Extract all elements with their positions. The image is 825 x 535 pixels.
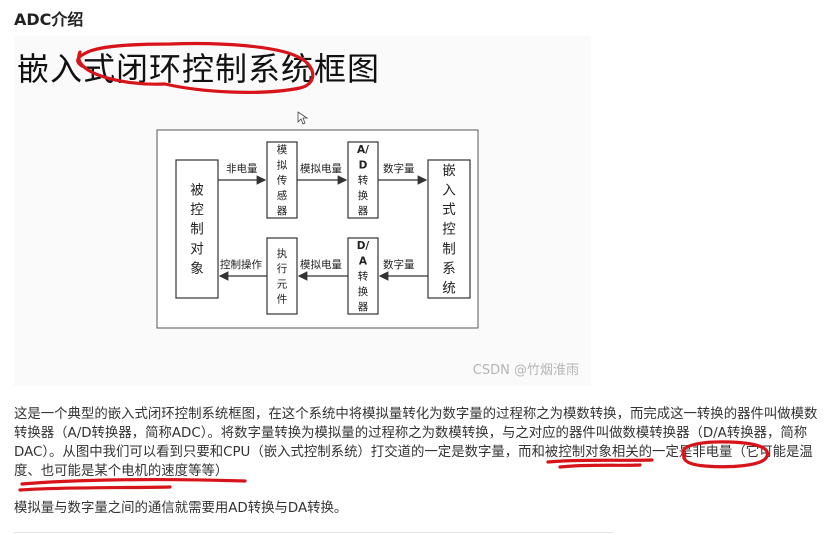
paragraph-1-text: 这是一个典型的嵌入式闭环控制系统框图，在这个系统中将模拟量转化为数字量的过程称之…	[14, 407, 818, 479]
divider	[14, 532, 614, 533]
sensor-block	[266, 141, 298, 219]
paragraph-1: 这是一个典型的嵌入式闭环控制系统框图，在这个系统中将模拟量转化为数字量的过程称之…	[14, 405, 819, 481]
section-title: ADC介绍	[14, 10, 84, 29]
plant-label: 被控制对象	[190, 183, 204, 277]
paragraph-2-text: 模拟量与数字量之间的通信就需要用AD转换与DA转换。	[14, 501, 348, 516]
label-digital-2: 数字量	[383, 258, 415, 271]
label-analog-1: 模拟电量	[300, 162, 342, 175]
label-analog-2: 模拟电量	[300, 258, 342, 271]
actuator-block	[266, 237, 298, 315]
label-control-op: 控制操作	[220, 258, 262, 271]
csdn-watermark: CSDN @竹烟淮雨	[472, 363, 579, 378]
plant-block	[175, 159, 219, 299]
mouse-cursor-icon	[297, 111, 309, 125]
controller-label: 嵌入式控制系统	[442, 163, 456, 296]
paragraph-2: 模拟量与数字量之间的通信就需要用AD转换与DA转换。	[14, 499, 819, 518]
label-digital-1: 数字量	[383, 162, 415, 175]
sensor-label: 模拟传感器	[277, 144, 288, 217]
actuator-label: 执行元件	[277, 247, 288, 306]
dac-block	[347, 237, 379, 315]
underline-temperature-motor-2	[18, 485, 172, 492]
controller-block	[427, 159, 471, 299]
adc-block	[347, 141, 379, 219]
label-non-electrical: 非电量	[226, 162, 258, 175]
